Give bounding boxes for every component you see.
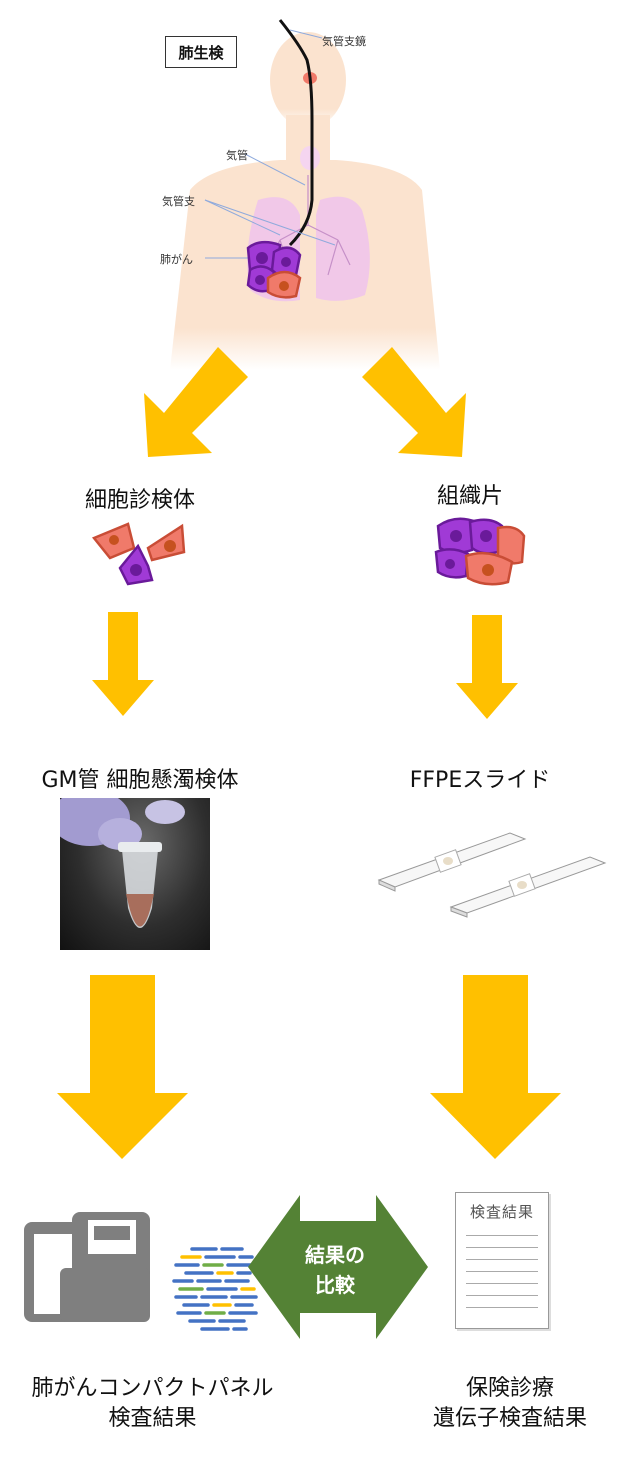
compare-arrow <box>248 1195 428 1339</box>
report-line <box>466 1295 538 1296</box>
compare-label-line2: 比較 <box>315 1273 355 1297</box>
trachea-label: 気管 <box>226 149 248 162</box>
report-line <box>466 1235 538 1236</box>
compact-panel-result-label: 肺がんコンパクトパネル 検査結果 <box>0 1374 305 1434</box>
sequence-reads-icon <box>172 1247 258 1331</box>
insurance-result-label: 保険診療 遺伝子検査結果 <box>405 1374 615 1434</box>
bronchoscope-label: 気管支鏡 <box>322 35 366 48</box>
cytology-cells <box>91 522 186 586</box>
report-title: 検査結果 <box>469 1203 534 1221</box>
arrow-to-tissue <box>362 347 466 457</box>
report-line <box>466 1307 538 1308</box>
insurance-result-line2: 遺伝子検査結果 <box>432 1406 587 1431</box>
body-illustration <box>150 0 450 370</box>
compare-label-line1: 結果の <box>305 1243 365 1267</box>
ffpe-slide-label: FFPEスライド <box>409 768 551 793</box>
bronchus-label: 気管支 <box>162 195 195 208</box>
lung-cancer-label: 肺がん <box>160 253 193 266</box>
cytology-sample-label: 細胞診検体 <box>84 488 195 513</box>
arrow-down-left-2 <box>57 975 188 1159</box>
sequencer-icon <box>24 1212 150 1322</box>
tissue-sample-label: 組織片 <box>436 484 503 509</box>
gm-tube-label: GM管 細胞懸濁検体 <box>41 768 239 793</box>
arrow-down-left-1 <box>92 612 154 716</box>
report-line <box>466 1283 538 1284</box>
arrow-to-cytology <box>144 347 248 457</box>
arrow-down-right-2 <box>430 975 561 1159</box>
compact-panel-result-line1: 肺がんコンパクトパネル <box>31 1376 274 1401</box>
report-document-icon: 検査結果 <box>455 1192 549 1329</box>
ffpe-slides <box>377 832 607 918</box>
report-line <box>466 1271 538 1272</box>
arrow-down-right-1 <box>456 615 518 719</box>
compare-label: 結果の 比較 <box>285 1240 385 1300</box>
report-line <box>466 1247 538 1248</box>
insurance-result-line1: 保険診療 <box>465 1376 554 1401</box>
compact-panel-result-line2: 検査結果 <box>108 1406 197 1431</box>
report-line <box>466 1259 538 1260</box>
tissue-fragment <box>434 517 526 586</box>
gm-tube-photo <box>60 798 210 950</box>
lung-biopsy-label: 肺生検 <box>165 36 237 68</box>
